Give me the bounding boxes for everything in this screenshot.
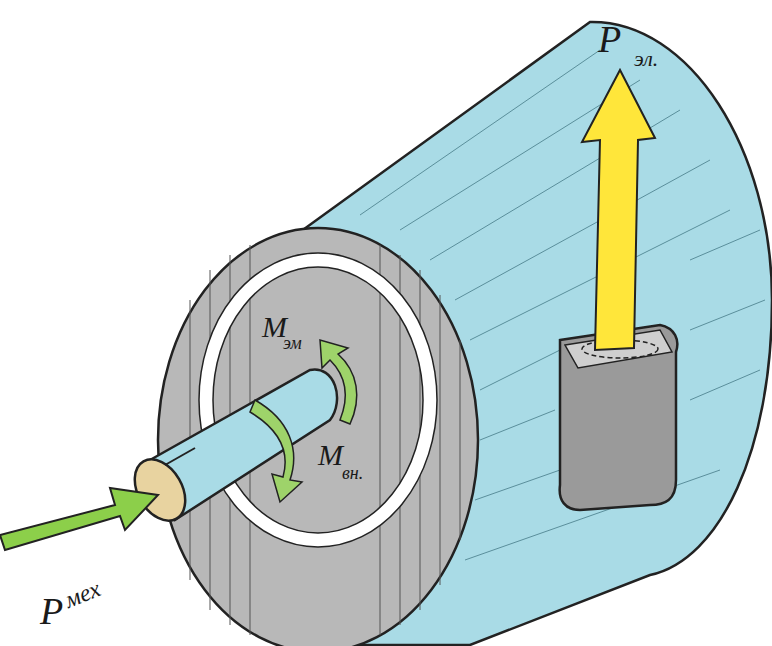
torque-subscript: вн. [342,464,363,482]
power-symbol: P [40,592,63,630]
electrical-power-arrow [582,70,655,350]
torque-symbol: M [318,440,343,470]
power-subscript: мех [61,576,104,612]
terminal-box [560,325,678,510]
power-subscript: эл. [634,48,658,70]
power-symbol: P [598,20,621,58]
torque-subscript: эм [283,334,302,352]
mechanical-power-arrow [0,488,158,550]
external-torque-arrow [250,400,302,502]
em-torque-arrow [320,340,357,424]
